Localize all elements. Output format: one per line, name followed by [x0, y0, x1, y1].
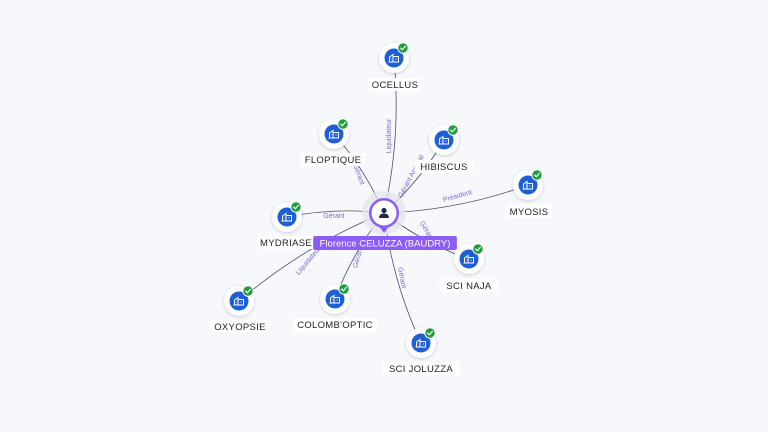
building-icon	[233, 296, 244, 306]
edge-label-mydriase: Gérant	[323, 213, 344, 220]
label-background	[414, 160, 474, 173]
company-node-sci-joluzza[interactable]: SCI JOLUZZA	[382, 327, 460, 375]
company-node-sci-naja[interactable]: SCI NAJA	[439, 243, 499, 292]
edge-label-sci-joluzza: Gérant	[396, 267, 407, 289]
company-node-mydriase[interactable]: MYDRIASE	[256, 201, 316, 249]
label-background	[439, 279, 499, 292]
company-label-colomboptic: COLOMB'OPTIC	[297, 320, 373, 331]
company-node-hibiscus[interactable]: HIBISCUS	[414, 124, 474, 173]
building-icon	[438, 135, 449, 145]
edge-label-myosis: Président	[442, 189, 472, 204]
label-background	[368, 78, 422, 91]
company-label-myosis: MYOSIS	[510, 207, 549, 218]
company-label-floptique: FLOPTIQUE	[305, 155, 362, 166]
label-background	[300, 153, 366, 166]
center-label-background	[313, 236, 457, 250]
center-person-name: Florence CELUZZA (BAUDRY)	[320, 239, 451, 250]
status-check-icon	[424, 327, 436, 339]
status-check-icon	[337, 118, 349, 130]
building-icon-bg	[384, 48, 404, 68]
center-person-node[interactable]: Florence CELUZZA (BAUDRY)	[313, 191, 457, 250]
status-check-icon	[531, 169, 543, 181]
company-label-mydriase: MYDRIASE	[260, 238, 312, 249]
building-icon	[463, 254, 474, 264]
building-icon-bg	[518, 175, 538, 195]
building-icon-bg	[411, 333, 431, 353]
company-node-myosis[interactable]: MYOSIS	[506, 169, 552, 218]
building-icon	[388, 53, 399, 63]
company-label-hibiscus: HIBISCUS	[420, 162, 467, 173]
status-check-icon	[472, 243, 484, 255]
building-icon-bg	[277, 207, 297, 227]
building-icon	[328, 129, 339, 139]
label-background	[506, 205, 552, 218]
company-label-oxyopsie: OXYOPSIE	[214, 322, 266, 333]
status-check-icon	[242, 285, 254, 297]
company-node-oxyopsie[interactable]: OXYOPSIE	[210, 285, 270, 333]
status-check-icon	[290, 201, 302, 213]
label-background	[210, 320, 270, 333]
building-icon	[522, 180, 533, 190]
building-icon-bg	[324, 124, 344, 144]
label-background	[382, 362, 460, 375]
company-node-floptique[interactable]: FLOPTIQUE	[300, 118, 366, 166]
person-icon	[379, 207, 389, 218]
company-label-ocellus: OCELLUS	[372, 80, 418, 91]
building-icon-bg	[325, 289, 345, 309]
building-icon-bg	[434, 130, 454, 150]
status-check-icon	[338, 283, 350, 295]
edge-label-floptique: Gérant	[351, 163, 365, 186]
building-icon	[281, 212, 292, 222]
building-icon	[415, 338, 426, 348]
status-check-icon	[397, 42, 409, 54]
status-check-icon	[447, 124, 459, 136]
label-background	[256, 236, 316, 249]
company-node-colomboptic[interactable]: COLOMB'OPTIC	[293, 283, 377, 331]
company-label-sci-joluzza: SCI JOLUZZA	[389, 364, 453, 375]
company-label-sci-naja: SCI NAJA	[446, 281, 492, 292]
label-background	[293, 318, 377, 331]
edge-label-ocellus: Liquidateur	[386, 118, 393, 153]
building-icon	[329, 294, 340, 304]
building-icon-bg	[459, 249, 479, 269]
company-node-ocellus[interactable]: OCELLUS	[368, 42, 422, 91]
building-icon-bg	[229, 291, 249, 311]
